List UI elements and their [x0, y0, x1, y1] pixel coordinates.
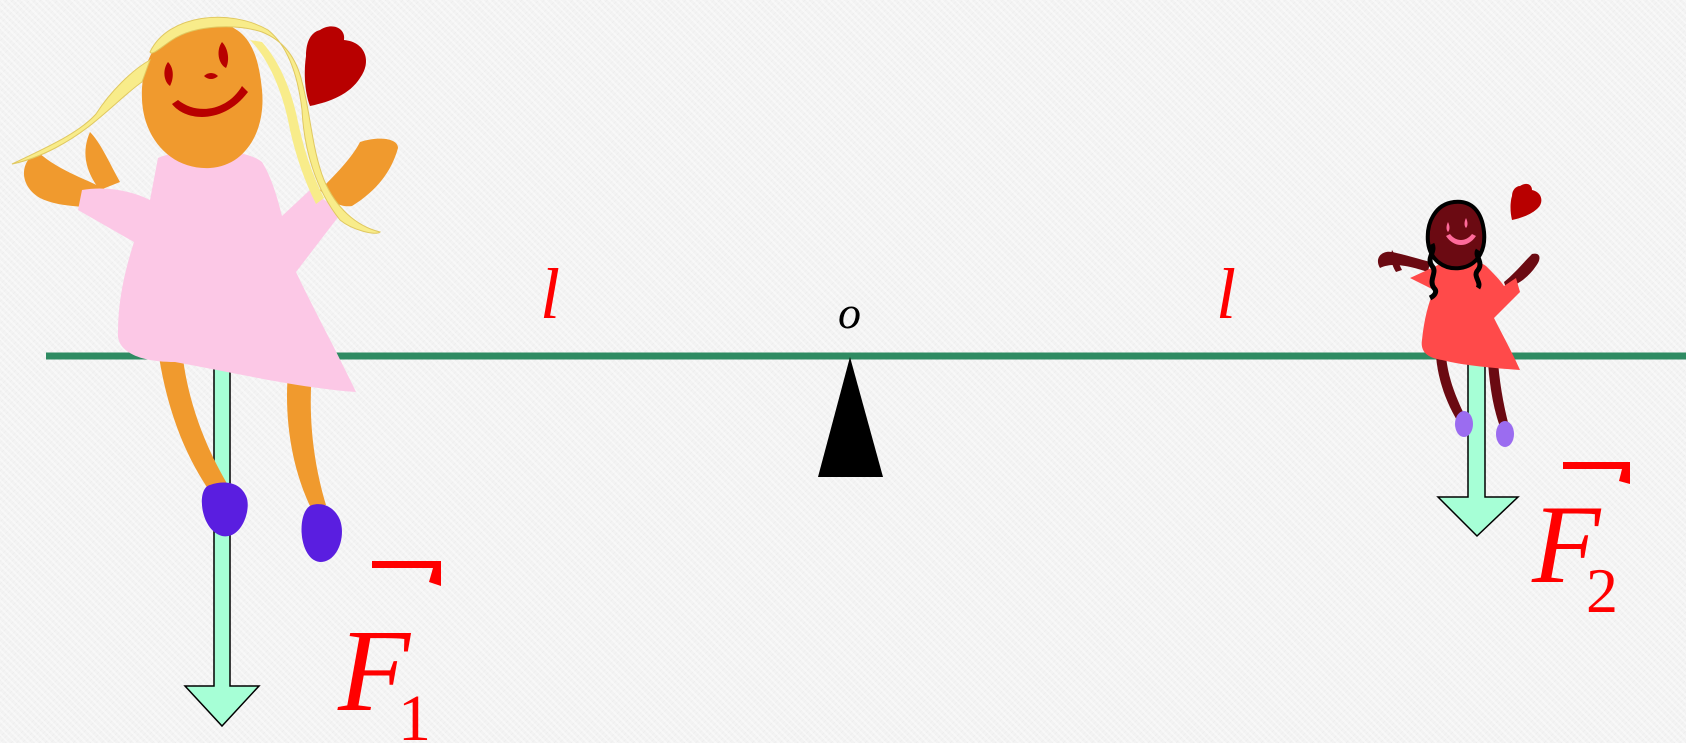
- heart-icon-small: [1510, 183, 1542, 220]
- fulcrum-triangle: [818, 357, 883, 477]
- force-label-f1: F 1: [337, 561, 441, 743]
- force-subscript-f1: 1: [398, 682, 431, 743]
- force-subscript-f2: 2: [1586, 555, 1618, 626]
- force-letter-f2: F: [1531, 483, 1602, 607]
- girl-left-figure: [11, 16, 398, 562]
- heart-icon: [304, 26, 367, 106]
- force-arrow-left: [183, 359, 261, 728]
- pivot-label: o: [838, 287, 861, 338]
- vector-arrow-f2: [1563, 462, 1630, 484]
- vector-arrow-f1: [372, 561, 441, 586]
- force-label-f2: F 2: [1531, 462, 1630, 626]
- right-length-label: l: [1216, 254, 1236, 334]
- left-length-label: l: [540, 254, 560, 334]
- force-letter-f1: F: [337, 605, 412, 736]
- force-arrow-right: [1436, 359, 1520, 538]
- girl-right-figure: [1377, 199, 1540, 447]
